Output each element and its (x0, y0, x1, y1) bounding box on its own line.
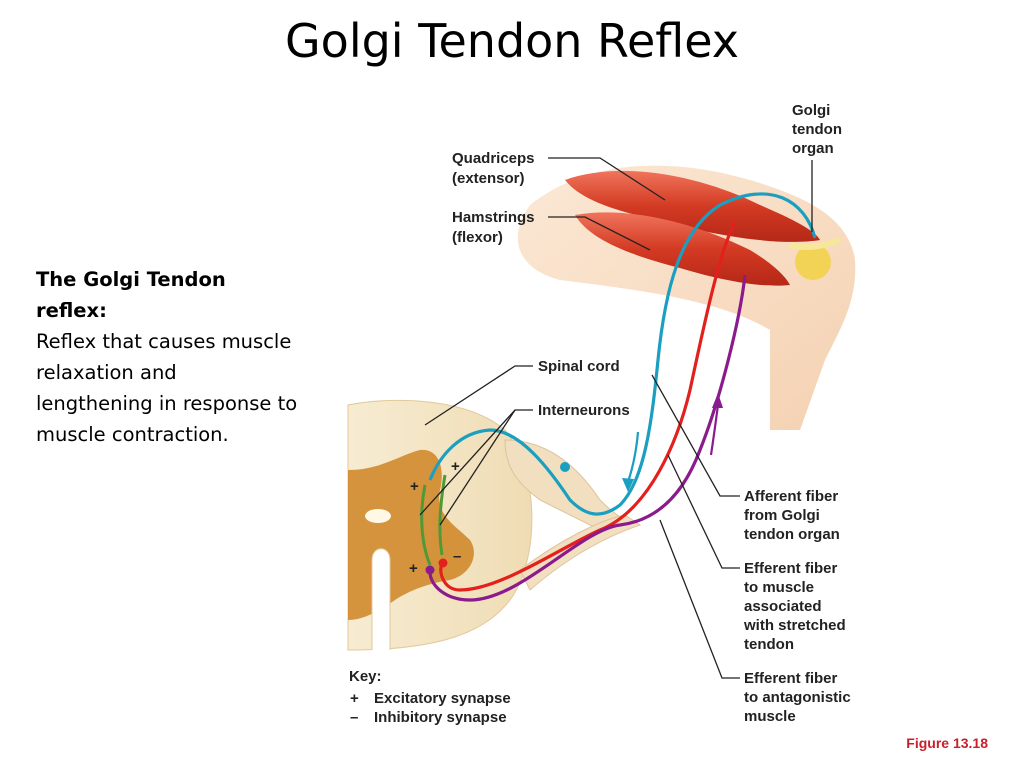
synapse-plus-1: + (451, 458, 460, 475)
figure-reference: Figure 13.18 (906, 735, 988, 751)
nerve-fibers (420, 192, 817, 602)
key-excitatory-symbol: + (350, 690, 359, 707)
label-antagonistic-line-3: muscle (744, 708, 796, 725)
leader-quadriceps (548, 157, 666, 201)
interneuron-inhibitory (438, 474, 447, 556)
side-heading: The Golgi Tendon reflex: (36, 268, 226, 322)
label-afferent-line-1: Afferent fiber (744, 488, 838, 505)
label-antagonistic-line-1: Efferent fiber (744, 670, 838, 687)
label-spinal-cord: Spinal cord (538, 358, 620, 375)
central-canal (365, 509, 391, 523)
label-afferent-line-3: tendon organ (744, 526, 840, 543)
side-description: The Golgi Tendon reflex: Reflex that cau… (36, 264, 298, 450)
efferent-cell-body (438, 558, 448, 568)
label-hamstrings: Hamstrings (flexor) (452, 209, 539, 246)
slide-title: Golgi Tendon Reflex (285, 14, 739, 68)
leader-hamstrings (548, 216, 651, 251)
side-body: Reflex that causes muscle relaxation and… (36, 330, 298, 446)
afferent-cell-body (560, 462, 570, 472)
label-hamstrings-line-2: (flexor) (452, 229, 503, 246)
leader-efferent (667, 454, 740, 569)
antagonist-fiber (428, 274, 747, 602)
efferent-fiber (439, 221, 737, 592)
label-quadriceps: Quadriceps (extensor) (452, 150, 539, 187)
up-arrow (709, 404, 720, 456)
label-efferent-stretched: Efferent fiber to muscle associated with… (743, 560, 850, 653)
tendon (789, 237, 841, 251)
quadriceps-muscle (565, 170, 820, 242)
label-efferent-line-1: Efferent fiber (744, 560, 838, 577)
label-efferent-line-4: with stretched (743, 617, 846, 634)
synapse-plus-3: + (409, 560, 418, 577)
label-efferent-line-3: associated (744, 598, 822, 615)
label-afferent-fiber: Afferent fiber from Golgi tendon organ (744, 488, 842, 543)
antagonist-cell-body (425, 565, 435, 575)
down-arrowhead (622, 478, 634, 492)
spinal-cord-section (347, 399, 642, 651)
leader-antagonist (659, 519, 740, 679)
kneecap (795, 244, 831, 280)
leader-interneurons-2 (439, 409, 516, 526)
key-inhibitory-label: Inhibitory synapse (374, 709, 507, 726)
label-afferent-line-2: from Golgi (744, 507, 820, 524)
key-title: Key: (349, 668, 382, 685)
key-excitatory-label: Excitatory synapse (374, 690, 511, 707)
label-quadriceps-line-2: (extensor) (452, 170, 525, 187)
label-antagonistic-line-2: to antagonistic (744, 689, 851, 706)
spinal-nerve (519, 514, 642, 591)
leader-spinal-cord (424, 365, 533, 426)
label-golgi-organ-line-3: organ (792, 140, 834, 157)
leader-lines (419, 157, 813, 679)
up-arrowhead (712, 393, 723, 408)
leader-afferent (651, 374, 740, 497)
label-golgi-organ: Golgi tendon organ (792, 102, 846, 157)
label-interneurons: Interneurons (538, 402, 630, 419)
key-legend: Key: + Excitatory synapse – Inhibitory s… (349, 668, 511, 726)
afferent-fiber (428, 192, 817, 516)
label-golgi-organ-line-1: Golgi (792, 102, 830, 119)
label-efferent-antagonistic: Efferent fiber to antagonistic muscle (744, 670, 855, 725)
label-hamstrings-line-1: Hamstrings (452, 209, 535, 226)
label-efferent-line-2: to muscle (744, 579, 814, 596)
interneuron-excitatory (420, 484, 432, 566)
label-efferent-line-5: tendon (744, 636, 794, 653)
leg-illustration (517, 165, 856, 430)
key-inhibitory-symbol: – (350, 709, 358, 726)
synapse-plus-2: + (410, 478, 419, 495)
label-quadriceps-line-1: Quadriceps (452, 150, 535, 167)
synapse-minus: – (453, 548, 461, 565)
label-golgi-organ-line-2: tendon (792, 121, 842, 138)
ventral-fissure (371, 548, 391, 650)
